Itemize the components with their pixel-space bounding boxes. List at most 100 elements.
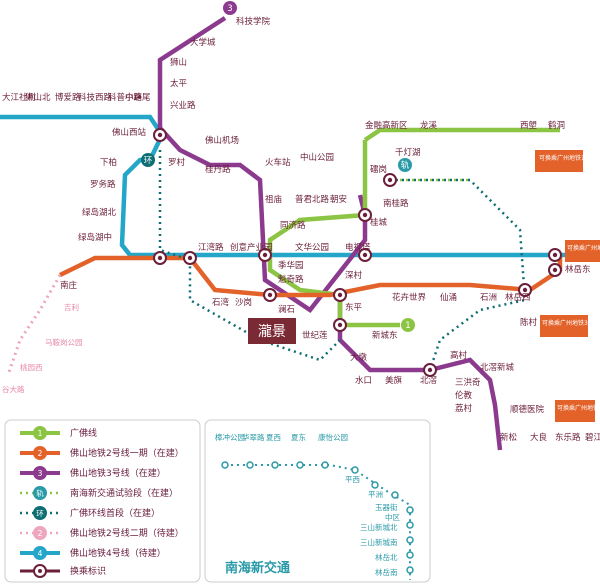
brand-logo: 瀧景 <box>248 318 296 344</box>
svg-text:轨: 轨 <box>401 160 410 171</box>
station-label: 罗村 <box>168 157 186 168</box>
station-label: 江湾路 <box>198 242 224 253</box>
station-label: 狮山北 <box>25 92 51 103</box>
station-label: 深村 <box>345 270 363 281</box>
station-label: 太平 <box>170 78 188 89</box>
panel-station: 平西 <box>345 475 360 484</box>
panel-station: 中区 <box>385 512 400 522</box>
panel-station: 三山新城北 <box>360 522 398 532</box>
station-label: 水口 <box>355 375 372 386</box>
station-label: 博爱路 <box>55 92 81 103</box>
station-label: 桂城 <box>370 217 388 228</box>
legend-item: 2 佛山地铁2号线一期（在建） <box>20 446 184 460</box>
station-label: 千灯湖 <box>395 147 421 158</box>
legend-item: 换乘标识 <box>20 564 106 578</box>
station-label: 三洪奇 <box>455 377 481 388</box>
svg-text:1: 1 <box>405 321 410 331</box>
svg-text:可换乘广州地铁3号线: 可换乘广州地铁3号线 <box>542 319 600 327</box>
panel-station: 康怡公园 <box>318 432 348 442</box>
svg-text:3: 3 <box>227 4 232 14</box>
station-label: 顺德医院 <box>510 404 545 415</box>
station-label: 罗务路 <box>90 179 116 190</box>
svg-text:南海新交通试验段（在建）: 南海新交通试验段（在建） <box>70 487 178 499</box>
panel-station: 夏东 <box>291 432 306 442</box>
station-label: 南桂路 <box>383 198 409 209</box>
station-label: 石洲 <box>480 293 497 303</box>
svg-text:3: 3 <box>38 469 43 478</box>
legend-item: 3 佛山地铁3号线（在建） <box>20 466 166 480</box>
svg-text:可换乘广州地铁1号线: 可换乘广州地铁1号线 <box>539 154 597 162</box>
panel-station: 林岳北 <box>375 552 398 562</box>
nanhai-panel: 樟冲公园 华翠路 夏西 夏东 康怡公园 平西 平洲 玉器街 中区 三山新城北 三… <box>204 419 431 583</box>
station-label: 林岳东 <box>565 264 591 275</box>
station-label: 东乐路 <box>555 432 581 443</box>
station-label: 高村 <box>450 350 468 361</box>
svg-text:佛山地铁3号线（在建）: 佛山地铁3号线（在建） <box>70 467 166 479</box>
svg-text:轨: 轨 <box>36 488 44 498</box>
svg-text:吉利: 吉利 <box>64 302 79 312</box>
station-label: 电视塔 <box>345 242 371 253</box>
svg-text:佛山地铁4号线（待建）: 佛山地铁4号线（待建） <box>70 547 166 559</box>
line4-track <box>0 114 600 258</box>
station-label: 朝安 <box>330 194 347 205</box>
station-labels: 科技学院 大学城 狮山 太平 兴业路 佛山西站 罗村 桂丹路 金融高新区 龙溪 … <box>2 16 600 443</box>
legend-item: 环 广佛环线首段（在建） <box>20 506 160 520</box>
station-label: 礌岗 <box>370 164 387 175</box>
station-label: 新松 <box>500 432 518 443</box>
line2p2-labels: 吉利 马鞍岗公园 桃园西 谷大路 <box>2 302 83 394</box>
station-label: 鹤洞 <box>548 120 565 131</box>
svg-text:佛山地铁2号线一期（在建）: 佛山地铁2号线一期（在建） <box>70 447 184 459</box>
station-label: 北滘 <box>420 376 437 386</box>
station-label: 大江社村 <box>2 92 37 103</box>
station-label: 西塱 <box>520 120 538 131</box>
station-label: 花卉世界 <box>392 292 427 303</box>
panel-station: 夏西 <box>266 433 281 442</box>
legend-item: 2 佛山地铁2号线二期（待建） <box>20 526 184 540</box>
station-label: 火车站 <box>265 157 291 168</box>
station-label: 小塘尾 <box>125 92 151 103</box>
station-label: 仙涌 <box>440 292 457 303</box>
panel-title: 南海新交通 <box>225 560 290 576</box>
connection-notes: 可换乘广州地铁1号线 可换乘广州地铁2号线 可换乘广州地铁3号线 可换乘广州地铁… <box>535 150 600 422</box>
station-label: 碧江 <box>585 432 600 443</box>
station-label: 普君北路 <box>295 194 330 205</box>
legend-item: 4 佛山地铁4号线（待建） <box>20 546 166 560</box>
station-label: 科技西路 <box>78 92 113 103</box>
panel-station: 林岳南 <box>375 567 398 577</box>
panel-station: 樟冲公园 <box>215 432 245 442</box>
station-label: 科普中路 <box>108 92 143 103</box>
station-label: 美旗 <box>385 375 403 386</box>
svg-text:马鞍岗公园: 马鞍岗公园 <box>45 337 83 347</box>
svg-text:桃园西: 桃园西 <box>20 362 43 372</box>
svg-text:环: 环 <box>144 156 153 166</box>
svg-text:环: 环 <box>36 509 44 518</box>
panel-station: 玉器街 <box>375 502 398 512</box>
station-label: 绿岛湖中 <box>78 232 112 243</box>
station-label: 季华园 <box>278 260 304 271</box>
station-label: 东平 <box>345 302 363 313</box>
panel-station: 华翠路 <box>242 432 265 442</box>
station-label: 龙溪 <box>420 120 438 131</box>
panel-station: 平洲 <box>368 490 383 499</box>
station-label: 沙岗 <box>235 297 252 308</box>
svg-text:换乘标识: 换乘标识 <box>70 565 106 577</box>
legend-item: 轨 南海新交通试验段（在建） <box>20 486 178 500</box>
line1-track <box>267 140 400 328</box>
station-label: 新城东 <box>372 330 398 341</box>
station-label: 大墩 <box>350 352 368 363</box>
line1-badge: 1 <box>401 318 415 332</box>
line1-track-north <box>363 127 560 142</box>
ring-track-east <box>390 178 527 371</box>
line3-track <box>157 16 368 314</box>
svg-text:4: 4 <box>38 549 43 558</box>
station-label: 金融高新区 <box>365 120 408 131</box>
line2p2-track <box>6 274 62 376</box>
svg-text:2: 2 <box>38 529 43 538</box>
station-label: 石湾 <box>212 297 230 308</box>
station-label: 林岳西 <box>505 292 531 303</box>
station-label: 下柏 <box>100 157 117 168</box>
station-label: 佛山机场 <box>205 135 239 146</box>
svg-text:2: 2 <box>38 449 43 458</box>
svg-text:广佛环线首段（在建）: 广佛环线首段（在建） <box>70 507 160 519</box>
